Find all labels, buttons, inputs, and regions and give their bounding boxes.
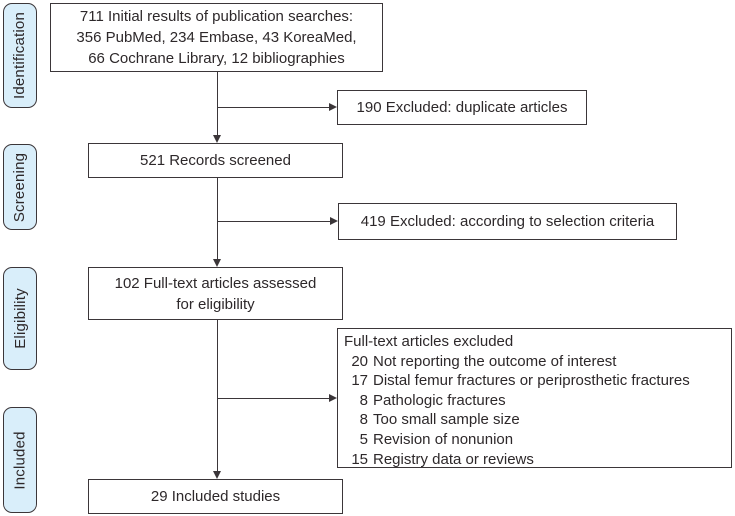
records-screened-text: 521 Records screened bbox=[140, 152, 291, 169]
fulltext-assessed-line: for eligibility bbox=[176, 295, 255, 313]
stage-identification: Identification bbox=[3, 3, 37, 108]
stage-eligibility: Eligibility bbox=[3, 267, 37, 370]
exclusion-count: 5 bbox=[359, 430, 368, 448]
fulltext-excluded-title: Full-text articles excluded bbox=[344, 333, 514, 350]
box-selection-excluded: 419 Excluded: according to selection cri… bbox=[338, 203, 677, 240]
connector-to-duplicates-excluded bbox=[217, 107, 329, 109]
stage-included-label: Included bbox=[11, 430, 29, 490]
fulltext-assessed-line: 102 Full-text articles assessed bbox=[114, 274, 317, 292]
box-initial-results: 711 Initial results of publication searc… bbox=[50, 3, 383, 72]
initial-results-line: 356 PubMed, 234 Embase, 43 KoreaMed, bbox=[76, 29, 357, 46]
connector-initial-to-screened bbox=[217, 72, 219, 136]
initial-results-line: 66 Cochrane Library, 12 bibliographies bbox=[88, 50, 345, 67]
connector-to-fulltext-excluded bbox=[217, 398, 329, 400]
fulltext-excluded-item: 5 Revision of nonunion bbox=[344, 430, 727, 450]
connector-screened-to-assessed bbox=[217, 178, 219, 259]
fulltext-excluded-item: 8 Pathologic fractures bbox=[344, 391, 727, 411]
box-included-studies: 29 Included studies bbox=[88, 479, 343, 514]
exclusion-reason: Too small sample size bbox=[373, 411, 520, 429]
arrowhead-right-icon bbox=[329, 103, 337, 111]
duplicates-excluded-text: 190 Excluded: duplicate articles bbox=[356, 99, 568, 116]
exclusion-count: 15 bbox=[351, 450, 368, 468]
exclusion-count: 8 bbox=[359, 411, 368, 429]
arrowhead-right-icon bbox=[330, 217, 338, 225]
included-studies-text: 29 Included studies bbox=[150, 488, 281, 505]
exclusion-reason: Not reporting the outcome of interest bbox=[373, 352, 617, 370]
arrowhead-right-icon bbox=[329, 394, 337, 402]
selection-excluded-text: 419 Excluded: according to selection cri… bbox=[360, 213, 655, 230]
stage-screening-label: Screening bbox=[11, 152, 29, 222]
exclusion-reason: Revision of nonunion bbox=[373, 430, 514, 448]
stage-eligibility-label: Eligibility bbox=[11, 288, 29, 349]
exclusion-count: 8 bbox=[359, 391, 368, 409]
box-duplicates-excluded: 190 Excluded: duplicate articles bbox=[337, 90, 587, 125]
box-records-screened: 521 Records screened bbox=[88, 143, 343, 178]
arrowhead-down-icon bbox=[213, 135, 221, 143]
exclusion-count: 20 bbox=[351, 352, 368, 370]
arrowhead-down-icon bbox=[213, 471, 221, 479]
connector-to-selection-excluded bbox=[217, 221, 330, 223]
box-fulltext-excluded: Full-text articles excluded 20 Not repor… bbox=[337, 328, 732, 468]
fulltext-excluded-item: 15 Registry data or reviews bbox=[344, 450, 727, 470]
exclusion-count: 17 bbox=[351, 372, 368, 390]
arrowhead-down-icon bbox=[213, 259, 221, 267]
fulltext-excluded-item: 17 Distal femur fractures or periprosthe… bbox=[344, 371, 727, 391]
exclusion-reason: Distal femur fractures or periprosthetic… bbox=[373, 372, 690, 390]
fulltext-excluded-item: 8 Too small sample size bbox=[344, 410, 727, 430]
stage-identification-label: Identification bbox=[11, 11, 29, 100]
initial-results-line: 711 Initial results of publication searc… bbox=[79, 8, 354, 25]
stage-included: Included bbox=[3, 407, 37, 513]
exclusion-reason: Registry data or reviews bbox=[373, 450, 534, 468]
fulltext-excluded-item: 20 Not reporting the outcome of interest bbox=[344, 352, 727, 372]
exclusion-reason: Pathologic fractures bbox=[373, 391, 506, 409]
box-fulltext-assessed: 102 Full-text articles assessed for elig… bbox=[88, 267, 343, 320]
connector-assessed-to-included bbox=[217, 320, 219, 471]
stage-screening: Screening bbox=[3, 144, 37, 230]
